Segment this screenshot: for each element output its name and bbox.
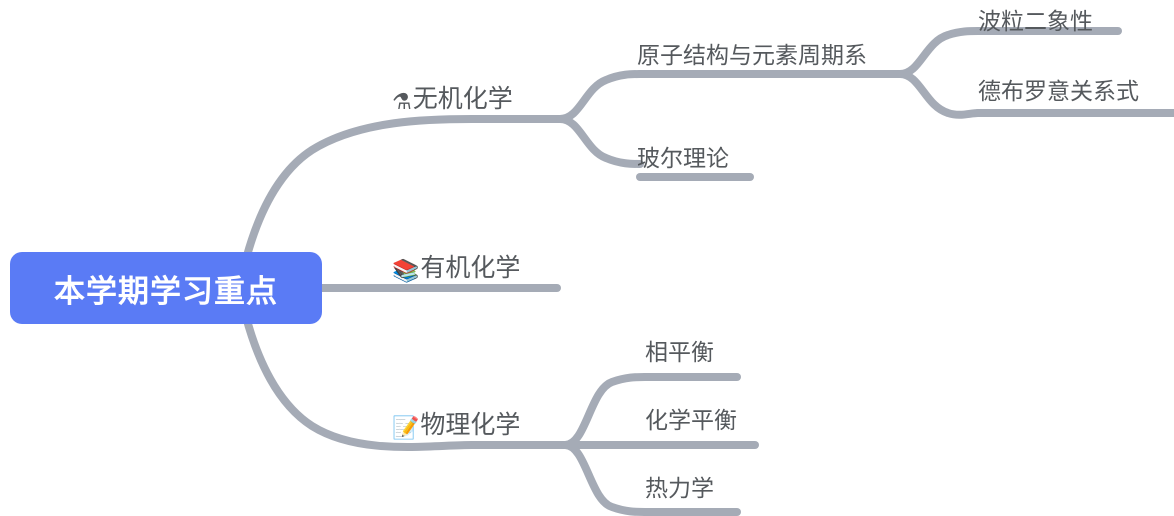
edge-physical-to-phase bbox=[561, 373, 649, 449]
node-de-broglie-relation[interactable]: 德布罗意关系式 bbox=[978, 79, 1139, 105]
node-physical-label: 物理化学 bbox=[420, 410, 521, 439]
node-bohr-theory[interactable]: 玻尔理论 bbox=[637, 146, 729, 172]
flask-icon: ⚗ bbox=[392, 90, 412, 115]
node-chemical-equilibrium[interactable]: 化学平衡 bbox=[645, 408, 737, 434]
node-organic[interactable]: 📚有机化学 bbox=[392, 253, 520, 287]
node-atomic-structure[interactable]: 原子结构与元素周期系 bbox=[637, 43, 867, 69]
edge-physical-to-thermo bbox=[561, 441, 649, 516]
node-thermodynamics[interactable]: 热力学 bbox=[645, 476, 714, 502]
node-physical[interactable]: 📝物理化学 bbox=[392, 410, 520, 444]
edge-inorganic-to-bohr bbox=[556, 115, 644, 168]
node-phase-equilibrium[interactable]: 相平衡 bbox=[645, 340, 714, 366]
node-organic-label: 有机化学 bbox=[420, 253, 521, 282]
root-node-label: 本学期学习重点 bbox=[54, 273, 278, 310]
memo-icon: 📝 bbox=[392, 416, 420, 441]
node-inorganic[interactable]: ⚗无机化学 bbox=[392, 84, 513, 118]
edge-inorganic-to-atomic bbox=[556, 70, 644, 123]
node-wave-particle-duality[interactable]: 波粒二象性 bbox=[978, 9, 1093, 35]
edge-atomic-to-debroglie bbox=[896, 70, 982, 119]
root-node[interactable]: 本学期学习重点 bbox=[10, 252, 322, 324]
node-inorganic-label: 无机化学 bbox=[412, 84, 513, 113]
books-icon: 📚 bbox=[392, 259, 420, 284]
edge-atomic-to-waveparticle bbox=[896, 27, 982, 78]
